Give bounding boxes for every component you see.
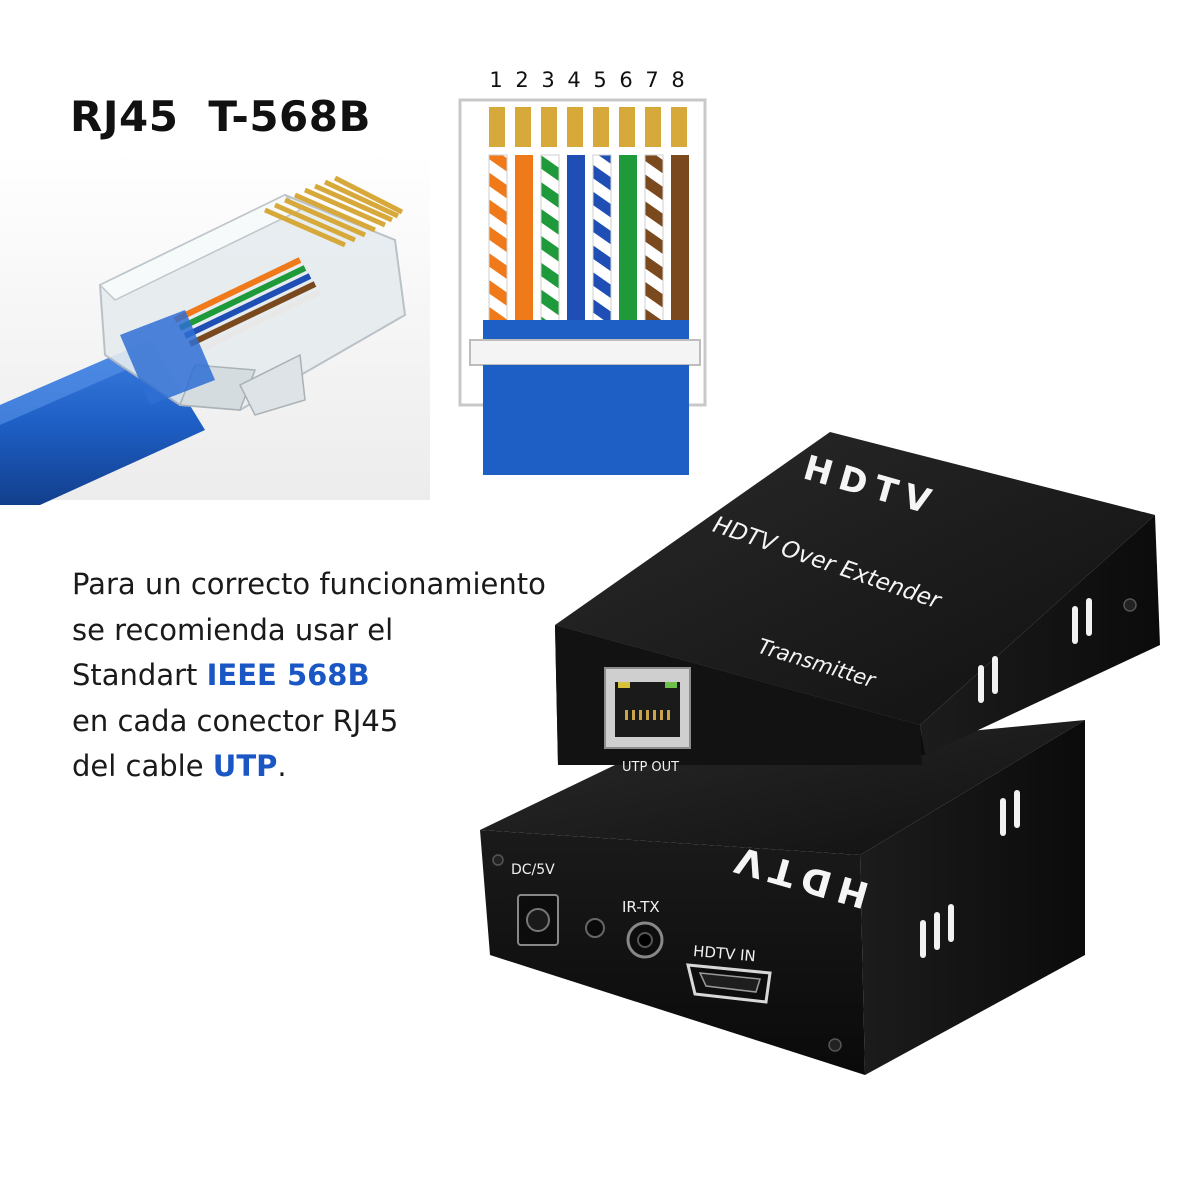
title-rj45: RJ45 [70,92,179,141]
t568b-wiring-diagram [458,98,707,475]
wire-green [619,155,637,325]
pin-number: 4 [567,68,581,92]
wire-blue [567,155,585,325]
wire-white-blue [592,154,612,326]
diagram-gold-contacts [489,107,687,147]
desc-line-2: se recomienda usar el [72,612,394,647]
desc-line-3: Standart IEEE 568B [72,653,592,699]
rj45-plug-illustration [0,150,430,505]
transmitter-device [555,432,1160,765]
desc-line-4: en cada conector RJ45 [72,703,399,738]
desc-line-1: Para un correcto funcionamiento [72,567,546,601]
wire-orange [515,155,533,325]
wire-brown [671,155,689,325]
desc-line-5-period: . [277,749,287,783]
plug-gold-contacts [263,175,404,248]
hdtv-extender-devices [480,432,1160,1075]
utp-highlight: UTP [212,749,278,783]
plug-wires [173,257,322,355]
diagram-wires [488,154,689,326]
standard-title: RJ45 T-568B [70,92,371,141]
pin-number: 5 [593,68,607,92]
title-t568b: T-568B [208,92,372,141]
pin-number: 7 [645,68,659,92]
recommendation-text: Para un correcto funcionamiento se recom… [72,562,592,790]
wire-white-green [540,154,560,326]
ir-tx-label: IR-TX [622,898,660,916]
pin-number: 2 [515,68,529,92]
pin-number: 6 [619,68,633,92]
desc-line-5: del cable UTP. [72,744,592,790]
ieee-568b-highlight: IEEE 568B [206,658,370,692]
utp-out-label: UTP OUT [622,760,680,775]
dc-5v-label: DC/5V [511,862,555,878]
desc-line-5-text: del cable [72,749,213,783]
desc-line-3-text: Standart [72,658,207,692]
wire-white-orange [488,154,508,326]
pin-numbers: 1 2 3 4 5 6 7 8 [0,68,1200,96]
pin-number: 8 [671,68,685,92]
receiver-device [480,720,1085,1075]
pin-number: 1 [489,68,503,92]
wire-white-brown [644,154,664,326]
pin-number: 3 [541,68,555,92]
